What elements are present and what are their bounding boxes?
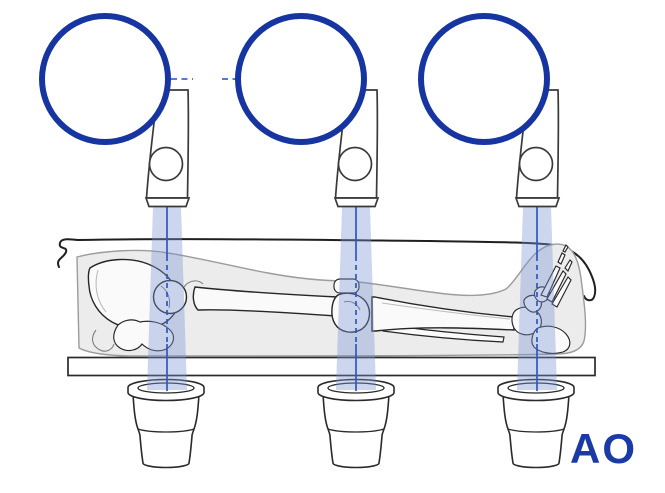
knee-joint-bone xyxy=(331,278,371,333)
image-receptor-knee xyxy=(317,378,395,469)
inset-knee-xray xyxy=(222,13,368,145)
tube-window xyxy=(337,146,373,182)
pelvis-bone xyxy=(87,258,179,352)
femur-bone xyxy=(152,279,339,317)
xray-beam-knee xyxy=(336,207,376,391)
drape-line xyxy=(57,238,597,302)
tube-window xyxy=(148,146,184,182)
image-receptor-hip xyxy=(127,378,205,469)
xray-beam-hip xyxy=(147,207,187,391)
foot-bones xyxy=(511,244,573,354)
ao-logo: AO xyxy=(570,425,637,472)
tibia-fibula-bone xyxy=(371,296,515,343)
inset-ring xyxy=(39,13,171,145)
xray-tube-knee xyxy=(333,89,380,208)
skeleton-leg xyxy=(87,244,573,354)
xray-beam-ankle xyxy=(517,207,557,391)
operating-table xyxy=(67,356,596,377)
inset-ring xyxy=(418,13,550,145)
femoral-head xyxy=(152,279,188,315)
tube-window xyxy=(518,146,554,182)
inset-ankle-xray xyxy=(418,13,550,145)
inset-hip-xray xyxy=(39,13,193,145)
image-receptor-ankle xyxy=(497,378,575,469)
inset-ring xyxy=(235,13,367,145)
